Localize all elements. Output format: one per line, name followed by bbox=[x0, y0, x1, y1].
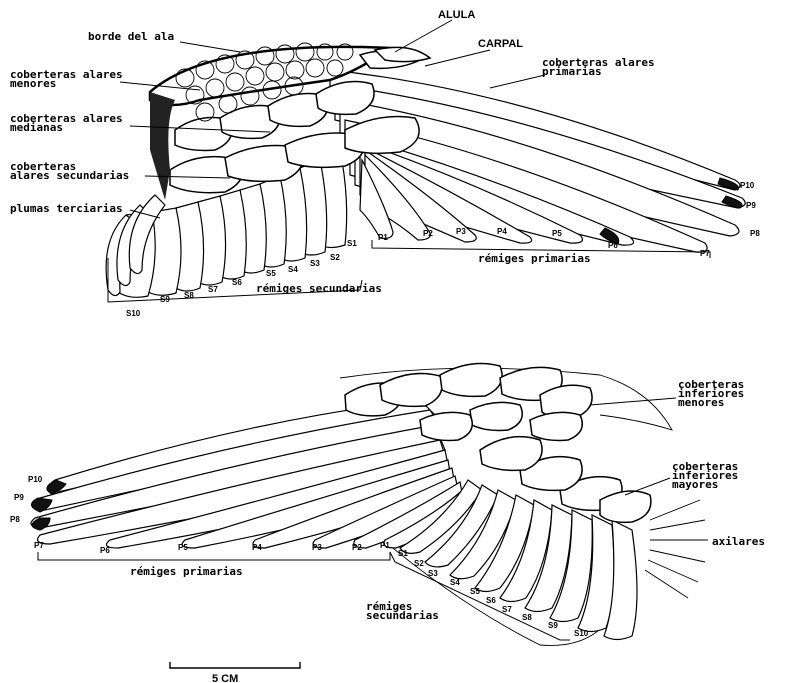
lower-s2: S2 bbox=[414, 559, 424, 568]
lower-axillaries bbox=[645, 500, 708, 598]
label-remiges-secundarias-lower: rémiges secundarias bbox=[366, 600, 439, 622]
scale-bar: 5 CM bbox=[170, 662, 300, 683]
label-coberteras-menores: coberteras alares menores bbox=[10, 68, 129, 90]
lower-s4: S4 bbox=[450, 578, 460, 587]
upper-s5: S5 bbox=[266, 269, 276, 278]
label-cob-inferiores-menores: coberteras inferiores menores bbox=[678, 378, 751, 409]
upper-p10: P10 bbox=[740, 181, 755, 190]
lower-p7: P7 bbox=[34, 541, 44, 550]
upper-p6: P6 bbox=[608, 241, 618, 250]
label-axilares: axilares bbox=[712, 535, 765, 548]
upper-p8: P8 bbox=[750, 229, 760, 238]
upper-s6: S6 bbox=[232, 278, 242, 287]
label-carpal: CARPAL bbox=[478, 38, 523, 50]
label-remiges-secundarias-upper: rémiges secundarias bbox=[256, 282, 382, 295]
lower-s10: S10 bbox=[574, 629, 589, 638]
label-coberteras-medianas: coberteras alares medianas bbox=[10, 112, 129, 134]
label-remiges-primarias-lower: rémiges primarias bbox=[130, 565, 243, 578]
upper-s1: S1 bbox=[347, 239, 357, 248]
lower-p10: P10 bbox=[28, 475, 43, 484]
lower-s6: S6 bbox=[486, 596, 496, 605]
lower-s3: S3 bbox=[428, 569, 438, 578]
upper-p9: P9 bbox=[746, 201, 756, 210]
upper-p5: P5 bbox=[552, 229, 562, 238]
lower-p3: P3 bbox=[312, 543, 322, 552]
lower-s5: S5 bbox=[470, 587, 480, 596]
lower-p6: P6 bbox=[100, 546, 110, 555]
label-remiges-primarias-upper: rémiges primarias bbox=[478, 252, 591, 265]
upper-wing bbox=[106, 43, 745, 297]
upper-primaries bbox=[330, 70, 745, 252]
lower-primaries bbox=[31, 400, 468, 548]
upper-s7: S7 bbox=[208, 285, 218, 294]
upper-s8: S8 bbox=[184, 291, 194, 300]
lower-p9: P9 bbox=[14, 493, 24, 502]
label-plumas-terciarias: plumas terciarias bbox=[10, 202, 123, 215]
label-alula: ALULA bbox=[438, 9, 475, 21]
lower-p5: P5 bbox=[178, 543, 188, 552]
lower-p1: P1 bbox=[380, 541, 390, 550]
upper-p1: P1 bbox=[378, 233, 388, 242]
label-coberteras-secundarias: coberteras alares secundarias bbox=[10, 160, 129, 182]
upper-s3: S3 bbox=[310, 259, 320, 268]
lower-s1: S1 bbox=[398, 549, 408, 558]
upper-s10: S10 bbox=[126, 309, 141, 318]
lower-s9: S9 bbox=[548, 621, 558, 630]
upper-p2: P2 bbox=[423, 229, 433, 238]
lower-p2: P2 bbox=[352, 543, 362, 552]
lower-p4: P4 bbox=[252, 543, 262, 552]
upper-s2: S2 bbox=[330, 253, 340, 262]
label-borde-del-ala: borde del ala bbox=[88, 30, 174, 43]
lower-p8: P8 bbox=[10, 515, 20, 524]
upper-s9: S9 bbox=[160, 295, 170, 304]
upper-p7: P7 bbox=[700, 249, 710, 258]
upper-p3: P3 bbox=[456, 227, 466, 236]
lower-s8: S8 bbox=[522, 613, 532, 622]
lower-s7: S7 bbox=[502, 605, 512, 614]
upper-s4: S4 bbox=[288, 265, 298, 274]
scale-bar-label: 5 CM bbox=[212, 673, 238, 683]
label-coberteras-primarias: coberteras alares primarias bbox=[542, 56, 661, 78]
upper-p4: P4 bbox=[497, 227, 507, 236]
label-cob-inferiores-mayores: coberteras inferiores mayores bbox=[672, 460, 745, 491]
